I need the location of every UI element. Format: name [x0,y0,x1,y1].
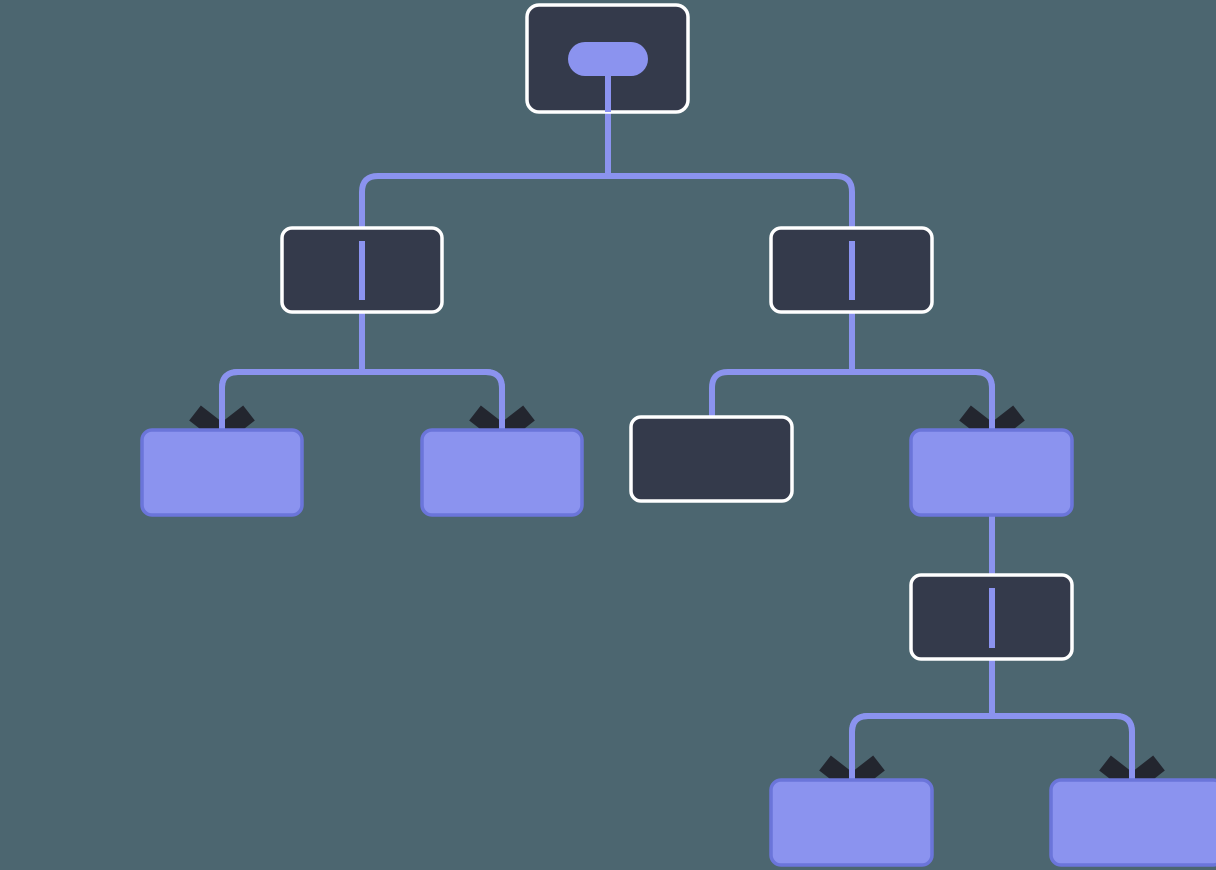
node-l5-a[interactable] [769,778,934,867]
node-l3-b-box[interactable] [420,428,584,517]
edge-root-l2right[interactable] [608,173,855,300]
edge-l2right-l3d-overlay [852,369,995,445]
node-l5-a-box[interactable] [769,778,934,867]
node-l3-d-box[interactable] [909,428,1074,517]
edge-l4a-l5b-overlay [992,713,1135,795]
node-root-pill-icon [568,42,648,76]
node-l3-a[interactable] [140,428,304,517]
edge-root-l2left[interactable] [359,173,608,300]
node-layer [140,3,1216,867]
node-l3-c-box[interactable] [629,415,794,503]
edge-l2left-l3b-overlay [362,369,505,445]
edge-l2right-l3c[interactable] [709,300,855,420]
edge-overlay-layer [219,300,1135,795]
node-l3-b[interactable] [420,428,584,517]
node-l3-d[interactable] [909,428,1074,517]
node-l5-b[interactable] [1049,778,1216,867]
edge-l4a-l5a-overlay [849,648,995,795]
node-l3-c[interactable] [629,415,794,503]
edge-l2left-l3a-overlay [219,300,365,445]
node-l3-a-box[interactable] [140,428,304,517]
node-l5-b-box[interactable] [1049,778,1216,867]
